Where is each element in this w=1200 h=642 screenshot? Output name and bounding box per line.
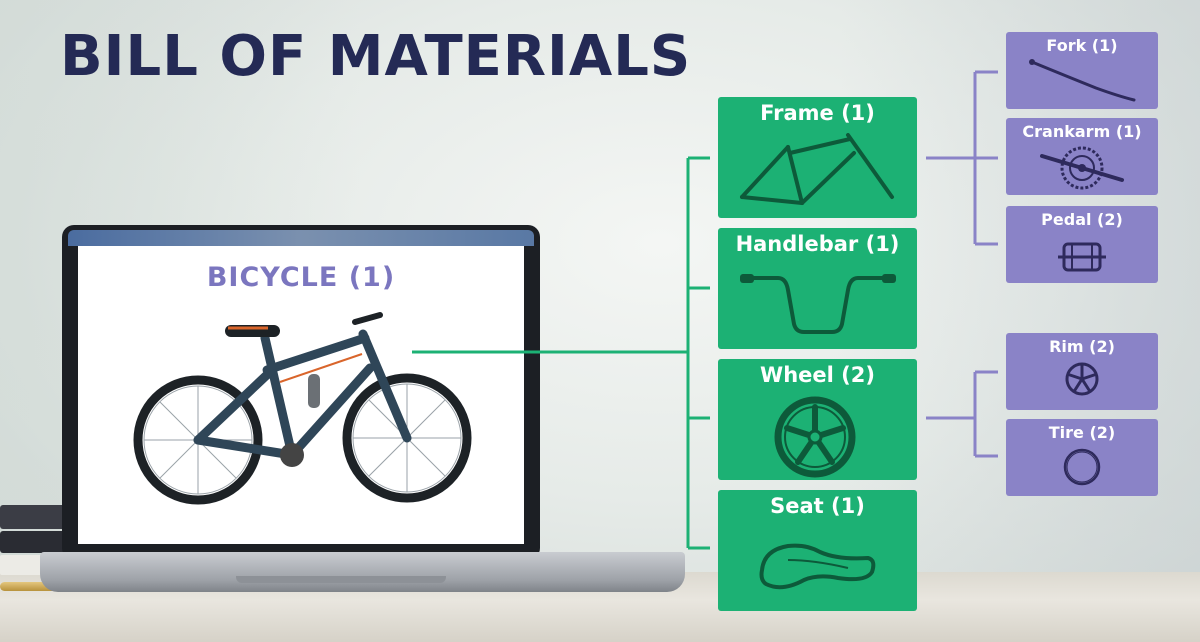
- wheel-icon: [774, 396, 856, 478]
- node-wheel: Wheel (2): [718, 359, 917, 480]
- node-wheel-label: Wheel (2): [760, 363, 875, 387]
- page-title: BILL OF MATERIALS: [60, 24, 692, 89]
- node-handlebar: Handlebar (1): [718, 228, 917, 349]
- node-fork-label: Fork (1): [1046, 36, 1118, 55]
- node-seat-label: Seat (1): [770, 494, 865, 518]
- node-seat: Seat (1): [718, 490, 917, 611]
- frame-icon: [740, 133, 894, 205]
- node-tire-label: Tire (2): [1048, 423, 1116, 442]
- node-frame-label: Frame (1): [760, 101, 875, 125]
- node-crankarm-label: Crankarm (1): [1022, 122, 1142, 141]
- node-pedal-label: Pedal (2): [1041, 210, 1123, 229]
- fork-icon: [1029, 59, 1136, 102]
- node-pedal: Pedal (2): [1006, 206, 1158, 283]
- node-rim-label: Rim (2): [1049, 337, 1115, 356]
- node-handlebar-label: Handlebar (1): [735, 232, 900, 256]
- root-node-label: BICYCLE (1): [206, 262, 396, 293]
- handlebar-icon: [740, 274, 896, 334]
- node-tire: Tire (2): [1006, 419, 1158, 496]
- tire-icon: [1063, 448, 1101, 486]
- pedal-icon: [1058, 242, 1106, 272]
- laptop-base-lip: [236, 576, 446, 583]
- node-rim: Rim (2): [1006, 333, 1158, 410]
- bicycle-icon: [133, 312, 472, 505]
- rim-icon: [1065, 362, 1099, 396]
- laptop-base: [40, 552, 685, 592]
- node-fork: Fork (1): [1006, 32, 1158, 109]
- crankarm-icon: [1040, 146, 1124, 190]
- node-crankarm: Crankarm (1): [1006, 118, 1158, 195]
- laptop-screen-glow: [68, 230, 534, 246]
- seat-icon: [759, 543, 876, 590]
- node-frame: Frame (1): [718, 97, 917, 218]
